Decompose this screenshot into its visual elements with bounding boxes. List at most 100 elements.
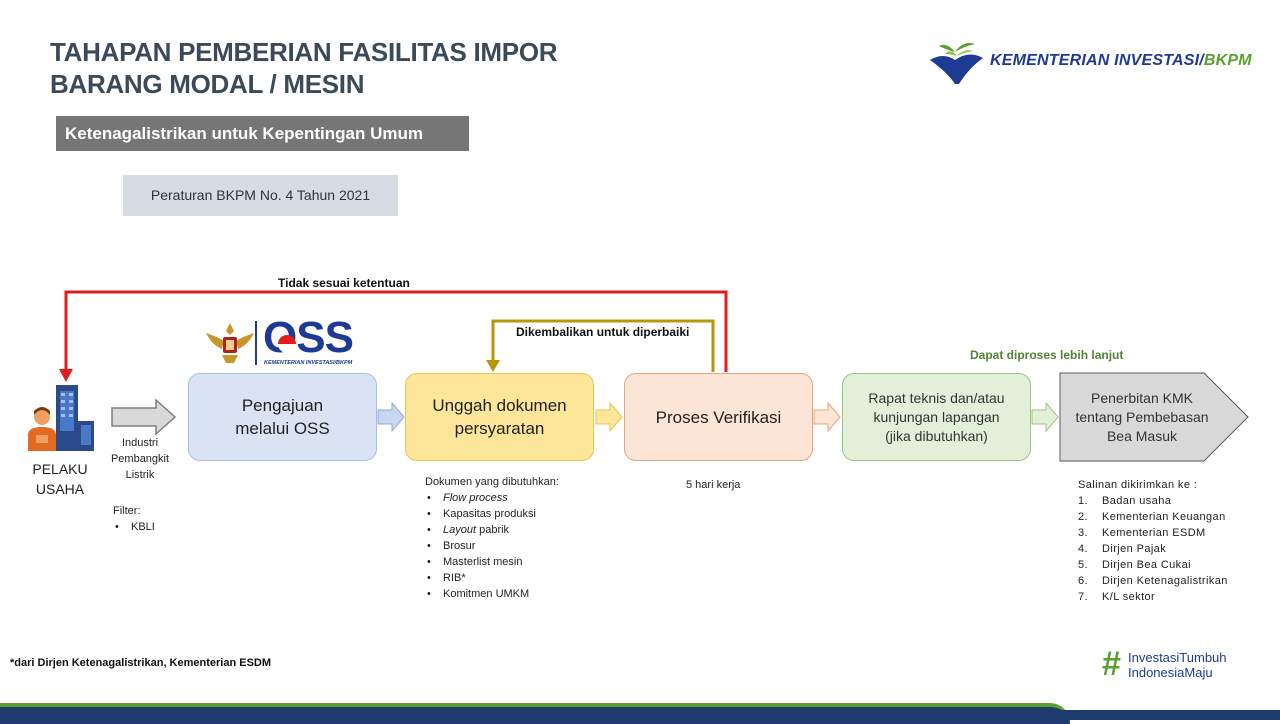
document-item: Layout pabrik xyxy=(425,522,559,538)
reject-flow-line xyxy=(64,290,728,375)
title-line-2: BARANG MODAL / MESIN xyxy=(50,69,365,99)
copy-number: 2. xyxy=(1078,511,1088,523)
garuda-emblem-icon xyxy=(206,323,254,363)
ministry-logo-text: KEMENTERIAN INVESTASI/BKPM xyxy=(990,52,1252,70)
actor-label-line-1: PELAKU xyxy=(32,461,88,477)
copy-number: 7. xyxy=(1078,591,1088,603)
filter-block: Filter: KBLI xyxy=(113,503,155,535)
duration-label: 5 hari kerja xyxy=(686,479,741,491)
title-line-1: TAHAPAN PEMBERIAN FASILITAS IMPOR xyxy=(50,37,558,67)
document-item: Flow process xyxy=(425,490,559,506)
copy-number: 1. xyxy=(1078,495,1088,507)
copy-recipient: 1. Badan usaha xyxy=(1078,493,1228,509)
step-3-line-1: Proses Verifikasi xyxy=(655,407,782,427)
reject-arrowhead xyxy=(59,369,73,382)
actor-label-line-2: USAHA xyxy=(35,481,85,497)
logo-main-text: KEMENTERIAN INVESTASI/ xyxy=(990,52,1204,69)
copy-recipient: 7. K/L sektor xyxy=(1078,589,1228,605)
step-2-line-2: persyaratan xyxy=(454,419,545,438)
documents-list: Flow process Kapasitas produksi Layout p… xyxy=(425,490,559,602)
filter-item: KBLI xyxy=(113,519,155,535)
copy-recipient-text: K/L sektor xyxy=(1102,591,1156,603)
copy-recipient-text: Kementerian Keuangan xyxy=(1102,511,1226,523)
arrow-2-3 xyxy=(595,401,623,433)
return-label: Dikembalikan untuk diperbaiki xyxy=(516,325,690,339)
copy-number: 4. xyxy=(1078,543,1088,555)
actor-arrow xyxy=(111,398,177,436)
document-item-suffix: pabrik xyxy=(476,524,510,536)
oss-flag-icon xyxy=(278,335,296,353)
industry-line-3: Listrik xyxy=(125,469,155,481)
return-flow-line xyxy=(491,319,715,372)
arrow-1-2 xyxy=(377,401,405,433)
document-item-text: Flow process xyxy=(443,492,508,504)
step-5-line-2: tentang Pembebasan xyxy=(1075,408,1209,425)
copy-recipient-text: Dirjen Bea Cukai xyxy=(1102,559,1191,571)
business-actor-icon xyxy=(28,385,94,451)
copy-number: 3. xyxy=(1078,527,1088,539)
copy-recipient: 3. Kementerian ESDM xyxy=(1078,525,1228,541)
step-submission: Pengajuan melalui OSS xyxy=(188,373,377,461)
arrow-4-5 xyxy=(1031,401,1059,433)
step-verification: Proses Verifikasi xyxy=(624,373,813,461)
copy-recipient: 2. Kementerian Keuangan xyxy=(1078,509,1228,525)
document-item: Komitmen UMKM xyxy=(425,586,559,602)
continue-label: Dapat diproses lebih lanjut xyxy=(970,348,1124,362)
copy-recipient: 4. Dirjen Pajak xyxy=(1078,541,1228,557)
copy-recipient-text: Kementerian ESDM xyxy=(1102,527,1206,539)
step-technical-meeting: Rapat teknis dan/atau kunjungan lapangan (… xyxy=(842,373,1031,461)
filter-list: KBLI xyxy=(113,519,155,535)
page-title: TAHAPAN PEMBERIAN FASILITAS IMPOR BARANG… xyxy=(50,36,558,100)
footer-bar xyxy=(0,703,1070,724)
hashtag-icon: # xyxy=(1102,645,1121,683)
oss-logo: OSS xyxy=(263,313,354,362)
step-5-line-1: Penerbitan KMK xyxy=(1091,389,1193,406)
step-4-line-2: kunjungan lapangan xyxy=(873,408,1000,425)
hashtag-text: InvestasiTumbuh IndonesiaMaju xyxy=(1128,650,1227,680)
copy-recipient: 6.Dirjen Ketenagalistrikan xyxy=(1078,573,1228,589)
step-4-line-3: (jika dibutuhkan) xyxy=(885,427,988,444)
copy-number: 5. xyxy=(1078,559,1088,571)
actor-label: PELAKU USAHA xyxy=(22,459,98,499)
ministry-logo-icon xyxy=(930,43,983,84)
industry-line-2: Pembangkit xyxy=(110,453,170,465)
step-5-line-3: Bea Masuk xyxy=(1106,427,1178,444)
copy-recipient-text: Dirjen Pajak xyxy=(1102,543,1167,555)
document-item: Kapasitas produksi xyxy=(425,506,559,522)
copies-list: 1. Badan usaha 2. Kementerian Keuangan 3. K… xyxy=(1078,493,1228,605)
documents-heading: Dokumen yang dibutuhkan: xyxy=(425,476,559,488)
hashtag-line-2: IndonesiaMaju xyxy=(1128,665,1213,680)
reject-label: Tidak sesuai ketentuan xyxy=(278,276,410,290)
return-arrowhead xyxy=(486,360,500,372)
step-4-line-1: Rapat teknis dan/atau xyxy=(868,389,1005,406)
hashtag-line-1: InvestasiTumbuh xyxy=(1128,650,1227,665)
copy-recipient-text: Dirjen Ketenagalistrikan xyxy=(1102,575,1228,587)
documents-block: Dokumen yang dibutuhkan: Flow process Ka… xyxy=(425,474,559,602)
logo-accent-text: BKPM xyxy=(1203,52,1252,69)
regulation-label: Peraturan BKPM No. 4 Tahun 2021 xyxy=(123,175,398,216)
oss-logo-subtext: KEMENTERIAN INVESTASI/BKPM xyxy=(264,360,353,366)
filter-label: Filter: xyxy=(113,505,141,517)
step-issuance-shape xyxy=(1059,372,1249,462)
document-item: Masterlist mesin xyxy=(425,554,559,570)
footnote: *dari Dirjen Ketenagalistrikan, Kementer… xyxy=(10,657,272,669)
step-1-line-1: Pengajuan xyxy=(241,396,324,415)
step-2-line-1: Unggah dokumen xyxy=(432,396,567,415)
copy-recipient-text: Badan usaha xyxy=(1102,495,1172,507)
logo-divider xyxy=(255,321,257,365)
arrow-3-4 xyxy=(813,401,841,433)
copies-heading: Salinan dikirimkan ke : xyxy=(1078,479,1198,491)
step-1-line-2: melalui OSS xyxy=(235,419,330,438)
copy-recipient: 5. Dirjen Bea Cukai xyxy=(1078,557,1228,573)
industry-label: Industri Pembangkit Listrik xyxy=(106,435,174,483)
footer-bar-extension xyxy=(1060,710,1280,720)
sector-label: Ketenagalistrikan untuk Kepentingan Umum xyxy=(56,116,469,151)
document-item: Brosur xyxy=(425,538,559,554)
industry-line-1: Industri xyxy=(121,437,159,449)
document-item: RIB* xyxy=(425,570,559,586)
document-item-text: Layout xyxy=(443,524,477,536)
step-upload-documents: Unggah dokumen persyaratan xyxy=(405,373,594,461)
copies-block: Salinan dikirimkan ke : 1. Badan usaha 2.… xyxy=(1078,477,1228,605)
